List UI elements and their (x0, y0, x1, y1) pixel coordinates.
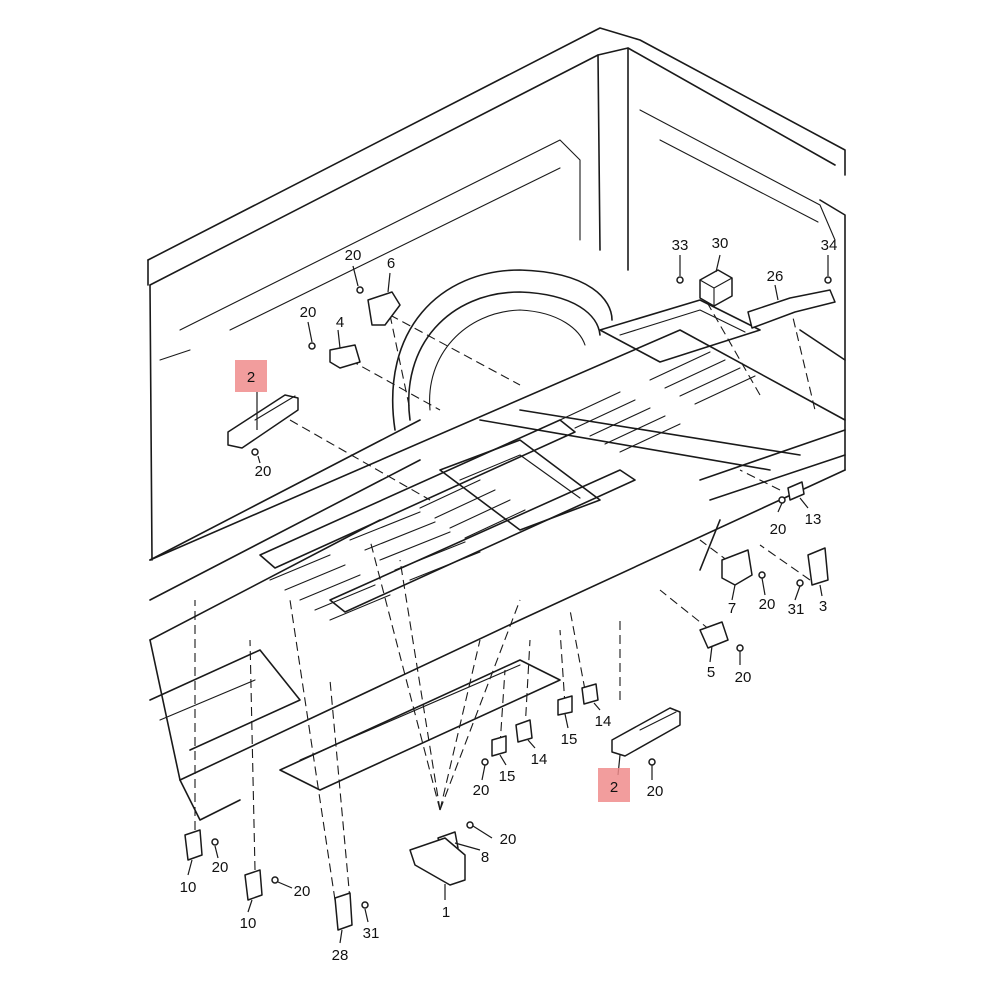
callout-30: 30 (712, 235, 729, 252)
bracket-part-15-b (491, 735, 507, 757)
callout-20: 20 (759, 596, 776, 613)
highlight-box-part-2-upper (235, 360, 267, 392)
box-part-30 (699, 269, 733, 307)
bracket-part-1 (409, 837, 466, 886)
vehicle-body-outline (147, 27, 846, 601)
callout-20: 20 (770, 521, 787, 538)
callout-33: 33 (672, 237, 689, 254)
bracket-part-4 (329, 344, 361, 369)
callout-15: 15 (499, 768, 516, 785)
callout-20: 20 (345, 247, 362, 264)
bracket-part-10-b (244, 869, 263, 901)
callout-10: 10 (180, 879, 197, 896)
callout-20: 20 (500, 831, 517, 848)
bracket-part-13 (787, 481, 805, 501)
callout-20: 20 (735, 669, 752, 686)
highlight-box-part-2-lower (598, 768, 630, 802)
rear-wheel-arch (391, 269, 613, 431)
leader-lines (187, 254, 829, 944)
bracket-part-2-upper (227, 394, 299, 449)
callout-34: 34 (821, 237, 838, 254)
callout-14: 14 (531, 751, 548, 768)
callout-28: 28 (332, 947, 349, 964)
screw-fasteners (211, 276, 832, 909)
callout-2-highlighted: 2 (247, 369, 255, 386)
callout-31: 31 (363, 925, 380, 942)
callout-20: 20 (294, 883, 311, 900)
callout-20: 20 (255, 463, 272, 480)
bracket-part-2-lower (611, 707, 681, 757)
floor-pan (149, 299, 846, 821)
callout-6: 6 (387, 255, 395, 272)
bracket-part-10-a (184, 829, 203, 861)
callout-20: 20 (647, 783, 664, 800)
bracket-part-14-a (581, 683, 599, 705)
callout-7: 7 (728, 600, 736, 617)
bracket-part-28 (334, 892, 353, 931)
callout-20: 20 (212, 859, 229, 876)
bracket-part-3 (807, 547, 829, 586)
callout-20: 20 (473, 782, 490, 799)
bracket-part-14-b (515, 719, 533, 743)
bracket-part-5 (699, 621, 729, 649)
callout-10: 10 (240, 915, 257, 932)
callout-labels: 20 6 20 4 2 20 33 30 34 26 20 13 7 20 31… (180, 235, 838, 964)
callout-5: 5 (707, 664, 715, 681)
bracket-part-6 (367, 291, 401, 326)
bracket-part-15-a (557, 695, 573, 716)
callout-20: 20 (300, 304, 317, 321)
callout-8: 8 (481, 849, 489, 866)
bracket-part-26 (747, 289, 836, 329)
bracket-part-7 (721, 549, 753, 586)
callout-2-highlighted: 2 (610, 779, 618, 796)
callout-26: 26 (767, 268, 784, 285)
callout-1: 1 (442, 904, 450, 921)
callout-15: 15 (561, 731, 578, 748)
callout-14: 14 (595, 713, 612, 730)
callout-4: 4 (336, 314, 344, 331)
assembly-guide-lines (194, 289, 816, 901)
parts (184, 269, 836, 931)
callout-13: 13 (805, 511, 822, 528)
callout-31: 31 (788, 601, 805, 618)
callout-3: 3 (819, 598, 827, 615)
